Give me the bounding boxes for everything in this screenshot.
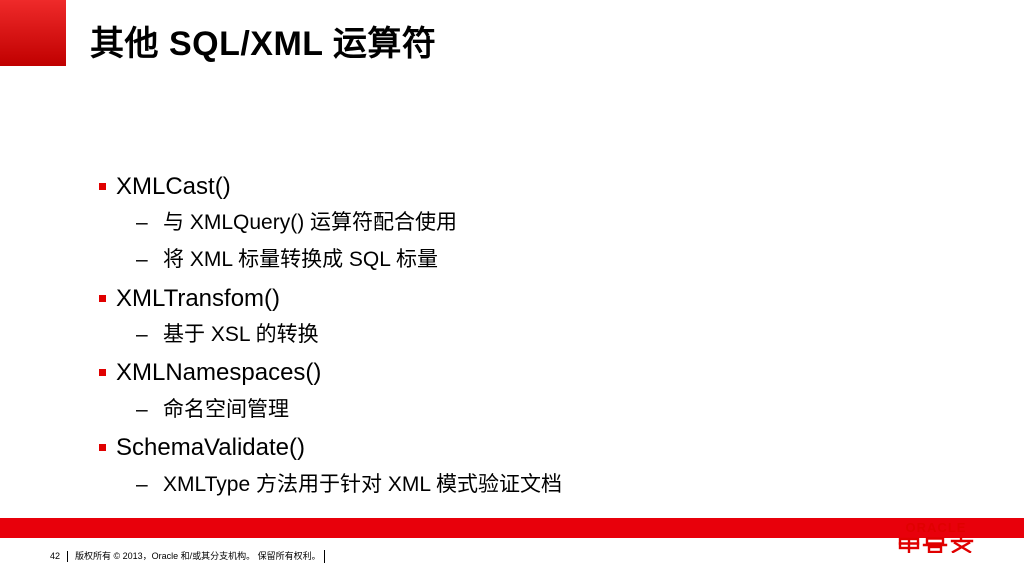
sub-item: – 命名空间管理 — [136, 396, 289, 424]
square-bullet-icon — [99, 183, 106, 190]
dash-icon: – — [136, 323, 148, 346]
oracle-wordmark: ORACLE — [905, 520, 967, 535]
bullet-item-xmlnamespaces: XMLNamespaces() — [99, 358, 322, 388]
sub-item: – 基于 XSL 的转换 — [136, 321, 319, 349]
square-bullet-icon — [99, 369, 106, 376]
sub-item-label: 基于 XSL 的转换 — [163, 323, 319, 346]
bullet-label: XMLTransfom() — [116, 285, 281, 312]
page-number: 42 — [50, 551, 61, 561]
footer-divider — [324, 550, 325, 563]
bullet-item-xmltransform: XMLTransfom() — [99, 284, 281, 314]
dash-icon: – — [136, 211, 148, 234]
footer-red-band — [0, 518, 1024, 538]
sub-item: – XMLType 方法用于针对 XML 模式验证文档 — [136, 471, 563, 499]
oracle-chinese-logo-icon — [898, 537, 974, 553]
square-bullet-icon — [99, 444, 106, 451]
sub-item-label: 命名空间管理 — [163, 398, 289, 421]
dash-icon: – — [136, 248, 148, 271]
footer-divider — [67, 551, 69, 563]
bullet-label: SchemaValidate() — [116, 434, 305, 461]
sub-item-label: 将 XML 标量转换成 SQL 标量 — [163, 248, 438, 271]
oracle-logo: ORACLE — [894, 521, 978, 555]
dash-icon: – — [136, 473, 148, 496]
corner-accent-block — [0, 0, 66, 66]
copyright-text: 版权所有 © 2013，Oracle 和/或其分支机构。 保留所有权利。 — [75, 551, 321, 561]
slide-title: 其他 SQL/XML 运算符 — [90, 25, 437, 63]
sub-item: – 将 XML 标量转换成 SQL 标量 — [136, 246, 438, 274]
sub-item: – 与 XMLQuery() 运算符配合使用 — [136, 209, 458, 237]
bullet-label: XMLCast() — [116, 173, 231, 200]
bullet-label: XMLNamespaces() — [116, 359, 322, 386]
bullet-item-xmlcast: XMLCast() — [99, 172, 231, 202]
square-bullet-icon — [99, 295, 106, 302]
dash-icon: – — [136, 398, 148, 421]
sub-item-label: XMLType 方法用于针对 XML 模式验证文档 — [163, 473, 563, 496]
bullet-item-schemavalidate: SchemaValidate() — [99, 433, 305, 463]
sub-item-label: 与 XMLQuery() 运算符配合使用 — [163, 211, 458, 234]
slide-footer: 42 版权所有 © 2013，Oracle 和/或其分支机构。 保留所有权利。 — [50, 550, 325, 563]
